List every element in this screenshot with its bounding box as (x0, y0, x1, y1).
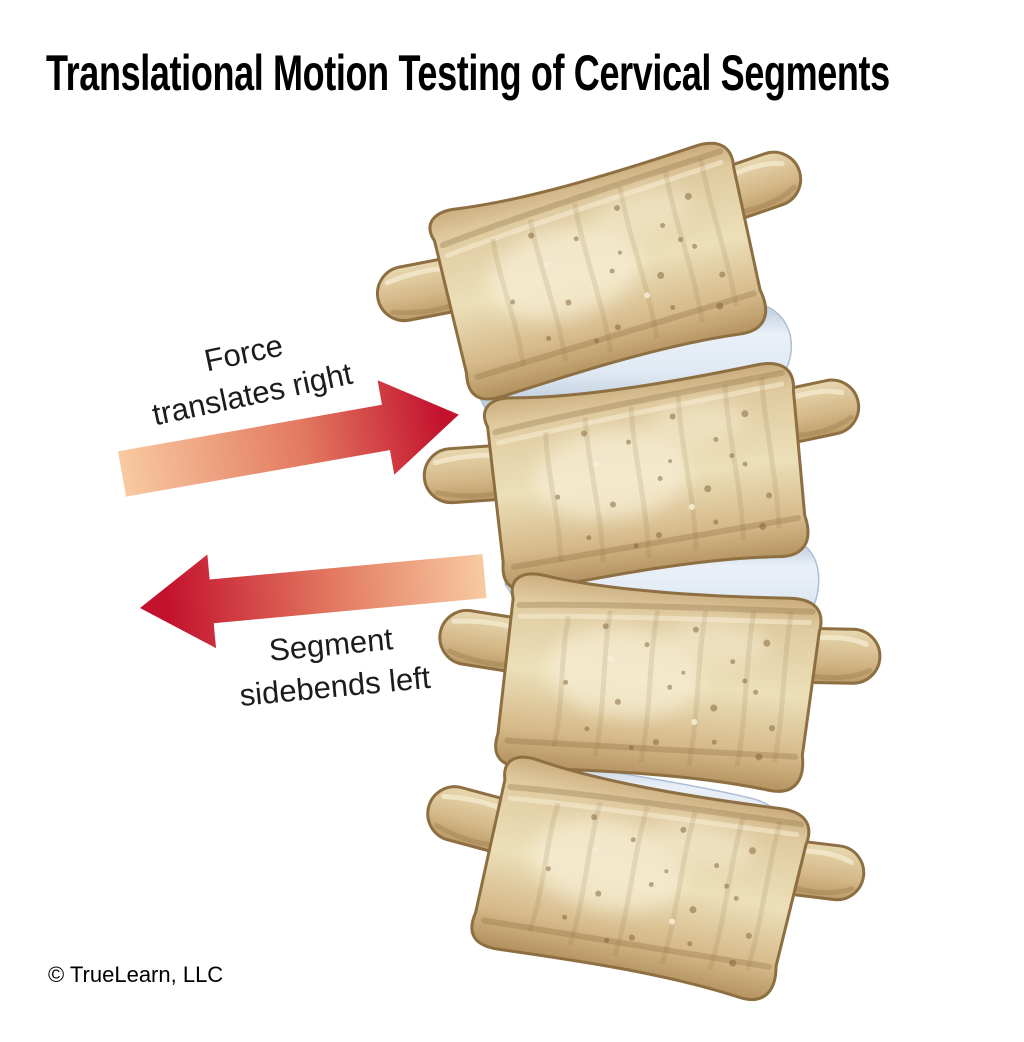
force-right-arrow (118, 380, 459, 497)
page-title: Translational Motion Testing of Cervical… (46, 45, 890, 101)
copyright-notice: © TrueLearn, LLC (48, 962, 224, 987)
sidebend-left-arrow (140, 554, 487, 649)
